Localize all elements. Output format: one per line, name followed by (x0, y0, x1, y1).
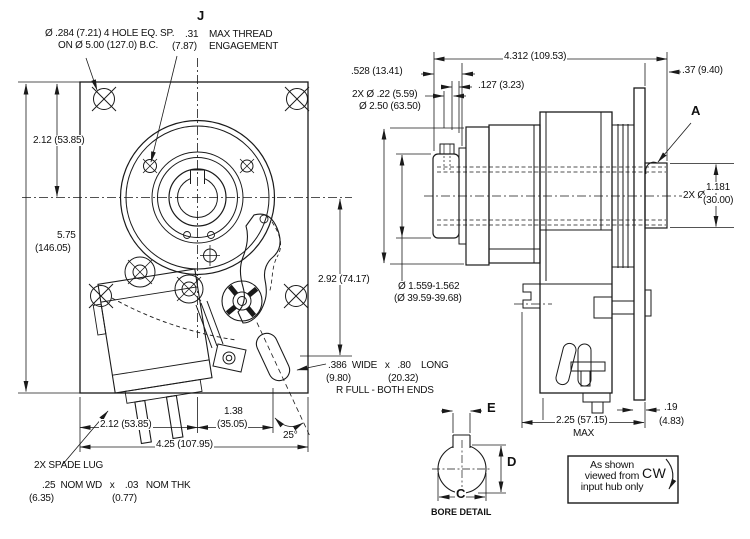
lug-note-line2: .25 NOM WD x .03 NOM THK (42, 480, 191, 491)
rotation-note-line2: viewed from (584, 470, 640, 482)
thread-note-line2: ENGAGEMENT (209, 41, 279, 52)
slot-note-line2a: (9.80) (326, 373, 351, 384)
mounting-holes (88, 86, 310, 309)
rotation-note-line3: input hub only (580, 481, 644, 493)
slot-angle-label: 25° (283, 430, 298, 441)
spade-lug (165, 394, 184, 440)
slot-note-line1: .386 WIDE x .80 LONG (328, 360, 449, 371)
lug-note-line3a: (6.35) (29, 493, 54, 504)
bore-hidden-lines (437, 166, 666, 226)
bore-detail-view (432, 408, 506, 501)
lug-note-line1: 2X SPADE LUG (34, 460, 104, 471)
lug-note-line3b: (0.77) (112, 493, 137, 504)
clutch-body (539, 111, 613, 394)
dim-top-to-center: 2.12 (53.85) (32, 135, 86, 146)
datum-a-label: A (691, 103, 701, 118)
dim-bore-mm: (Ø 39.59-39.68) (393, 293, 463, 304)
dim-center-to-slot: 2.92 (74.17) (317, 274, 371, 285)
rotation-direction-label: CW (642, 465, 667, 481)
dim-hub-protrusion: .37 (9.40) (681, 65, 724, 76)
bore-dim-c: C (455, 486, 467, 502)
slot-note-line2b: (20.32) (388, 373, 419, 384)
dim-depth: 2.25 (57.15) (555, 415, 609, 426)
set-screw (439, 143, 455, 155)
rotation-note-line1: As shown (590, 459, 634, 471)
bore-dim-d: D (507, 454, 517, 469)
dim-bore-in: Ø 1.559-1.562 (397, 281, 461, 292)
dim-height-mm: (146.05) (34, 243, 72, 254)
dim-hub-mm: (30.00) (702, 195, 735, 206)
bore-detail-caption: BORE DETAIL (431, 507, 492, 517)
side-view-dimensions (381, 52, 734, 428)
thread-dim-mm: (7.87) (172, 41, 197, 52)
datum-j-label: J (197, 8, 205, 23)
rotation-note-box (567, 455, 679, 504)
dim-depth-max: MAX (573, 428, 595, 439)
bore-detail-dimensions (437, 408, 506, 501)
dim-width: 4.25 (107.95) (155, 439, 214, 450)
dim-hub-prefix: 2X Ø (682, 190, 706, 201)
bore-dim-e: E (487, 400, 496, 415)
hole-note-line1: Ø .284 (7.21) 4 HOLE EQ. SP. (45, 28, 175, 39)
dim-127: .127 (3.23) (477, 80, 526, 91)
thread-note-line1: MAX THREAD (209, 29, 273, 40)
thread-dim-in: .31 (185, 29, 199, 40)
dim-plate-mm: (4.83) (659, 416, 684, 427)
dim-length: 4.312 (109.53) (503, 51, 568, 62)
dim-slot-offset-in: 1.38 (223, 406, 244, 417)
front-view-dimensions (18, 55, 352, 465)
solenoid-assembly (92, 213, 311, 445)
hole-note-line2: ON Ø 5.00 (127.0) B.C. (58, 40, 159, 51)
dim-height-in: 5.75 (56, 230, 77, 241)
dim-slot-offset-mm: (35.05) (216, 419, 249, 430)
front-view (22, 58, 352, 445)
dim-plate-in: .19 (664, 402, 678, 413)
dim-holes: 2X Ø .22 (5.59) (351, 89, 419, 100)
ratchet-wheel (221, 280, 263, 322)
pawl-lever (237, 213, 281, 324)
output-hub (644, 162, 668, 229)
cw-rotation-arrow (665, 458, 677, 490)
side-view (424, 87, 686, 414)
dim-528: .528 (13.41) (350, 66, 404, 77)
mounting-slot (255, 322, 311, 437)
dim-hub-in: 1.181 (705, 182, 732, 193)
dim-pilot: Ø 2.50 (63.50) (358, 101, 422, 112)
dim-lug-span: 2.12 (53.85) (99, 419, 153, 430)
mounting-plate (633, 87, 646, 401)
slot-note-line3: R FULL - BOTH ENDS (336, 385, 434, 396)
